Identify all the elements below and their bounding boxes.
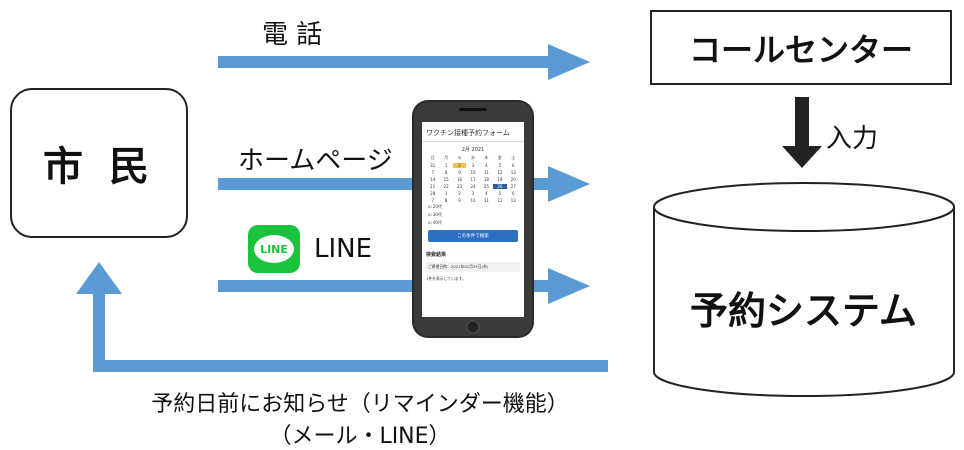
calendar-day: 6: [512, 163, 515, 168]
calendar-day: 7: [431, 170, 434, 175]
calendar-day: 12: [497, 170, 503, 175]
calendar-day: 1: [444, 163, 448, 168]
calendar-day: 6: [512, 191, 515, 196]
calendar-day: 3: [471, 191, 475, 196]
calendar-day: 20: [510, 177, 516, 182]
calendar-day: 25: [483, 184, 489, 189]
results-footer: 1件を表示しています。: [426, 276, 466, 281]
citizen-node: 市 民: [10, 88, 188, 238]
call-center-node: コールセンター: [650, 10, 952, 85]
results-line: ご希望日時：2021年02月25日(木): [426, 262, 520, 272]
calendar-day: 4: [485, 163, 488, 168]
calendar-day: 21: [430, 184, 436, 189]
homepage-label: ホームページ: [238, 146, 393, 176]
age-checklist: ☑ 20代 ☑ 30代 ☑ 40代: [422, 203, 524, 227]
calendar-day: 10: [470, 170, 476, 175]
call-center-label: コールセンター: [688, 30, 913, 69]
calendar-day: 15: [443, 177, 449, 182]
age-check-item: ☑ 30代: [428, 212, 442, 217]
calendar-day: 13: [510, 198, 516, 203]
input-down-arrow: [782, 97, 822, 168]
calendar-day: 31: [430, 163, 436, 168]
form-title: ワクチン接種予約フォーム: [422, 122, 524, 142]
calendar-weekday: 日: [430, 155, 435, 160]
calendar-day: 24: [470, 184, 476, 189]
reminder-note: 予約日前にお知らせ（リマインダー機能） （メール・LINE）: [60, 386, 660, 450]
calendar-day: 23: [457, 184, 463, 189]
reminder-line-2: （メール・LINE）: [269, 424, 451, 449]
citizen-label: 市 民: [43, 144, 155, 190]
calendar-day: 26: [493, 184, 507, 189]
calendar-day: 5: [498, 163, 502, 168]
calendar-day: 14: [430, 177, 436, 182]
calendar-day: 17: [470, 177, 476, 182]
calendar-weekday: 水: [470, 155, 475, 160]
calendar-month: 2月 2021: [461, 147, 485, 153]
search-button: この条件で検索: [428, 230, 518, 242]
calendar-day: 28: [430, 191, 436, 196]
calendar-day: 4: [485, 191, 488, 196]
line-logo-text: LINE: [254, 235, 294, 263]
calendar-day: 11: [483, 198, 489, 203]
input-label: 入力: [826, 124, 879, 154]
calendar-day: 12: [497, 198, 503, 203]
line-label: LINE: [314, 234, 373, 264]
calendar-day: 2: [452, 163, 467, 168]
calendar-weekday: 土: [511, 155, 516, 160]
calendar-day: 22: [443, 184, 449, 189]
calendar-day: 10: [470, 198, 476, 203]
calendar-day: 3: [471, 163, 475, 168]
calendar-day: 5: [498, 191, 502, 196]
calendar-day: 9: [458, 198, 461, 203]
age-check-item: ☑ 20代: [428, 204, 442, 209]
reservation-system-label: 予約システム: [690, 289, 917, 333]
calendar-day: 19: [497, 177, 503, 182]
reminder-arrow: [76, 262, 608, 372]
calendar-day: 1: [444, 191, 448, 196]
results-title: 検索結果: [426, 252, 447, 258]
line-logo-icon: LINE: [248, 225, 300, 273]
calendar-day: 18: [483, 177, 489, 182]
calendar-day: 8: [444, 170, 448, 175]
phone-arrow: [218, 44, 590, 80]
reservation-system-cylinder: [653, 182, 955, 397]
calendar-weekday: 火: [457, 155, 462, 160]
calendar-weekday: 木: [484, 155, 489, 160]
calendar-day: 8: [444, 198, 448, 203]
reminder-line-1: 予約日前にお知らせ（リマインダー機能）: [151, 392, 569, 417]
calendar-weekday: 月: [444, 155, 449, 160]
calendar-day: 16: [457, 177, 463, 182]
calendar-day: 11: [483, 170, 489, 175]
calendar-day: 7: [431, 198, 434, 203]
calendar-day: 2: [458, 191, 461, 196]
age-check-item: ☑ 40代: [428, 220, 442, 225]
line-arrow: [218, 268, 590, 304]
calendar-day: 27: [510, 184, 516, 189]
calendar-day: 13: [510, 170, 516, 175]
phone-label: 電 話: [262, 20, 323, 50]
calendar-weekday: 金: [497, 155, 502, 160]
calendar-day: 9: [458, 170, 461, 175]
